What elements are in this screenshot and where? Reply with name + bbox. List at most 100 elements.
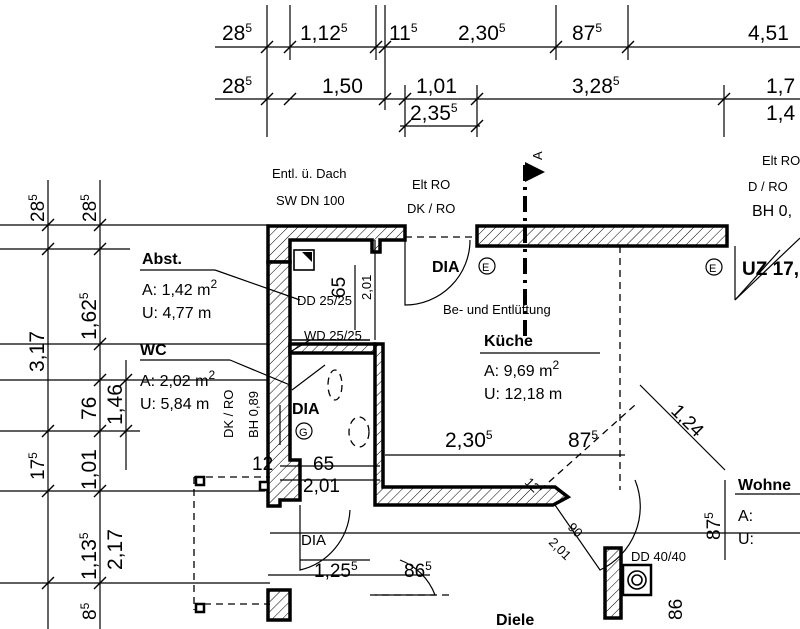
svg-text:86: 86 (666, 599, 687, 620)
svg-text:2,355: 2,355 (410, 101, 458, 125)
room-wohnen-perimeter: U: (738, 531, 754, 548)
room-wc-area: A: 2,02 m2 (140, 368, 215, 390)
left-dimension-chains (0, 180, 290, 629)
door-kitchen (404, 239, 471, 306)
svg-text:1,4: 1,4 (766, 102, 796, 125)
svg-text:2,305: 2,305 (445, 428, 493, 452)
marker-e1: E (482, 262, 489, 274)
door-wc (299, 505, 351, 571)
note-bh-right: BH 0, (752, 203, 792, 220)
note-dd-40: DD 40/40 (631, 549, 686, 564)
room-wohnen-area: A: (738, 508, 753, 525)
note-wd-25: WD 25/25 (304, 328, 362, 343)
room-diele-name: Diele (496, 612, 534, 629)
svg-text:1,01: 1,01 (416, 75, 457, 98)
svg-text:1,01: 1,01 (78, 449, 101, 490)
room-abst-perimeter: U: 4,77 m (142, 305, 211, 322)
svg-text:115: 115 (389, 21, 418, 45)
room-wohnen: Wohne A: U: (738, 477, 791, 548)
room-kueche-perimeter: U: 12,18 m (484, 386, 562, 403)
door-diele (375, 559, 436, 596)
note-dk-ro: DK / RO (407, 201, 455, 216)
svg-text:1,125: 1,125 (300, 21, 348, 45)
note-elt-ro-right: Elt RO (762, 153, 800, 168)
dia-wc: DIA (292, 401, 320, 418)
room-wohnen-name: Wohne (738, 477, 791, 494)
svg-text:875: 875 (568, 428, 598, 452)
svg-text:1,625: 1,625 (77, 292, 101, 340)
svg-text:285: 285 (222, 21, 252, 45)
svg-text:65: 65 (313, 454, 334, 475)
top-dimension-chains (215, 5, 800, 137)
svg-text:1,46: 1,46 (104, 384, 127, 425)
walls (266, 224, 729, 622)
svg-text:2,17: 2,17 (104, 529, 127, 570)
section-line-a: A (523, 151, 545, 340)
room-wc-perimeter: U: 5,84 m (140, 396, 209, 413)
svg-text:12: 12 (252, 454, 273, 475)
note-ventilation: Be- und Entlüftung (443, 302, 551, 317)
svg-text:2,01: 2,01 (359, 275, 374, 300)
svg-text:1,7: 1,7 (766, 75, 795, 98)
svg-text:85: 85 (78, 602, 101, 620)
section-arrow-icon (525, 162, 545, 182)
wall-north-right (475, 224, 729, 248)
wall-south-stub (266, 588, 292, 622)
wall-abst-wc (288, 342, 377, 355)
wall-north-left (266, 224, 407, 264)
marker-e2: E (709, 263, 716, 275)
room-wc: WC A: 2,02 m2 U: 5,84 m (140, 342, 215, 413)
room-abst-name: Abst. (142, 251, 182, 268)
svg-text:175: 175 (26, 452, 49, 480)
svg-text:875: 875 (572, 21, 602, 45)
svg-text:4,51: 4,51 (748, 22, 789, 45)
svg-text:1,50: 1,50 (322, 75, 363, 98)
note-sw-dn: SW DN 100 (276, 193, 345, 208)
svg-text:875: 875 (702, 512, 725, 540)
svg-text:2,305: 2,305 (458, 21, 506, 45)
marker-e1-icon (478, 257, 496, 275)
note-bh-vert: BH 0,89 (246, 391, 261, 438)
room-kueche-name: Küche (484, 333, 533, 350)
svg-text:1,24: 1,24 (666, 401, 707, 442)
svg-text:2,01: 2,01 (303, 476, 340, 497)
svg-text:285: 285 (222, 74, 252, 98)
room-abst-area: A: 1,42 m2 (142, 277, 217, 299)
note-dk-ro-vert: DK / RO (221, 390, 236, 438)
svg-text:2,01: 2,01 (546, 535, 575, 564)
svg-text:76: 76 (78, 397, 101, 420)
room-kueche: Küche A: 9,69 m2 U: 12,18 m (484, 333, 562, 403)
interior-lines (193, 236, 800, 614)
svg-text:3,285: 3,285 (572, 74, 620, 98)
svg-text:285: 285 (26, 194, 49, 222)
wall-west (266, 260, 302, 508)
svg-text:90: 90 (565, 520, 586, 541)
washbasin-icon (348, 416, 370, 448)
doors (299, 239, 641, 596)
vent-shaft-icon (293, 249, 315, 271)
door-living (554, 479, 641, 571)
room-abst: Abst. A: 1,42 m2 U: 4,77 m (142, 251, 217, 322)
dia-top: DIA (432, 259, 460, 276)
svg-text:3,17: 3,17 (26, 331, 49, 372)
note-dd-25: DD 25/25 (297, 293, 352, 308)
marker-g: G (299, 427, 308, 439)
section-label: A (530, 151, 545, 160)
note-roof-vent: Entl. ü. Dach (272, 166, 346, 181)
wc-dia-line (291, 364, 326, 391)
room-kueche-area: A: 9,69 m2 (484, 358, 559, 380)
marker-g-icon (295, 422, 313, 440)
note-uz: UZ 17, (742, 259, 799, 280)
svg-text:1,255: 1,255 (314, 559, 358, 582)
note-elt-ro: Elt RO (412, 177, 450, 192)
wall-kitchen-west (373, 342, 572, 507)
fixtures (291, 249, 653, 597)
wall-diele (603, 546, 623, 620)
svg-text:1,135: 1,135 (77, 532, 101, 580)
dia-bottom: DIA (301, 532, 326, 549)
note-d-ro-right: D / RO (748, 179, 788, 194)
svg-text:65: 65 (329, 277, 350, 298)
svg-text:285: 285 (78, 194, 101, 222)
svg-text:865: 865 (404, 559, 432, 582)
